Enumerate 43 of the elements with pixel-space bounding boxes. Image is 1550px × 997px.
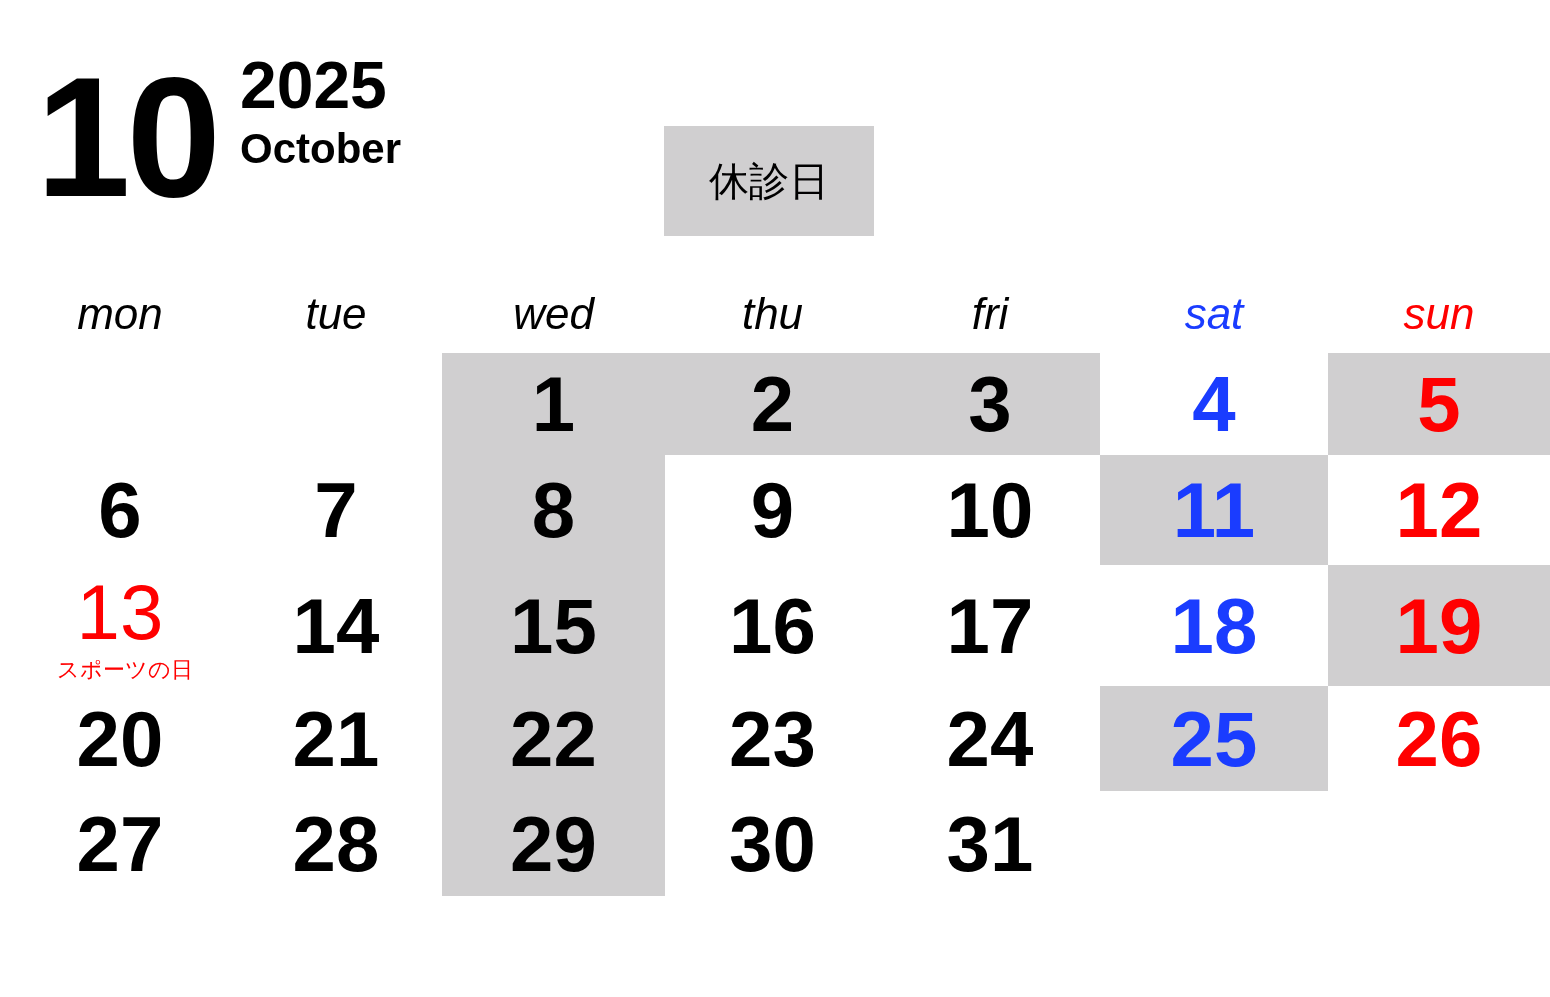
day-number: 25 <box>1170 699 1258 778</box>
day-number: 30 <box>729 804 816 883</box>
day-number: 31 <box>946 804 1034 883</box>
day-number: 10 <box>946 471 1034 549</box>
day-number: 13 <box>76 573 164 651</box>
day-number: 14 <box>292 586 380 665</box>
day-number: 20 <box>76 699 164 778</box>
day-number: 22 <box>510 699 597 778</box>
day-number: 1 <box>531 365 576 443</box>
day-number: 18 <box>1170 586 1258 665</box>
weekday-label: mon <box>76 292 164 336</box>
legend-text: 休診日 <box>709 157 829 205</box>
day-number: 8 <box>531 471 576 549</box>
day-number: 16 <box>729 586 816 665</box>
day-number: 15 <box>510 586 597 665</box>
weekday-label: sun <box>1402 292 1476 336</box>
day-number: 5 <box>1417 365 1461 443</box>
weekday-label: thu <box>740 292 805 336</box>
day-number: 4 <box>1192 365 1236 443</box>
day-number: 11 <box>1172 471 1256 549</box>
weekday-label: sat <box>1183 292 1246 336</box>
weekday-label: wed <box>512 292 596 336</box>
holiday-name: スポーツの日 <box>56 656 194 684</box>
day-number: 6 <box>98 471 142 549</box>
day-number: 19 <box>1395 586 1483 665</box>
day-number: 3 <box>968 365 1012 443</box>
day-number: 21 <box>292 699 380 778</box>
day-number: 9 <box>750 471 795 549</box>
year-text: 2025 <box>240 52 387 118</box>
day-number: 17 <box>946 586 1034 665</box>
month-name: October <box>240 128 402 170</box>
weekday-label: fri <box>970 292 1011 336</box>
day-number: 2 <box>750 365 795 443</box>
day-number: 24 <box>946 699 1034 778</box>
weekday-label: tue <box>304 292 368 336</box>
month-number: 10 <box>36 52 218 222</box>
day-number: 29 <box>510 804 597 883</box>
day-number: 26 <box>1395 699 1483 778</box>
day-number: 27 <box>76 804 164 883</box>
day-number: 28 <box>292 804 380 883</box>
day-number: 12 <box>1395 471 1483 549</box>
day-number: 23 <box>729 699 816 778</box>
day-number: 7 <box>314 471 358 549</box>
